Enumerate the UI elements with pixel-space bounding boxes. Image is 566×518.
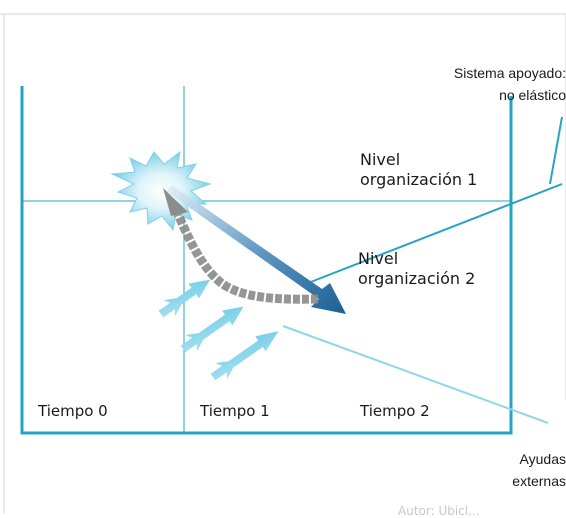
aid-label: Ayudas externas — [460, 448, 566, 492]
system-frame — [20, 86, 513, 435]
time0-label: Tiempo 0 — [38, 402, 108, 420]
leader-level2 — [302, 183, 563, 286]
level2-line2: organización 2 — [358, 269, 476, 288]
organization-level-arrow — [166, 185, 346, 314]
supported-system-label: Sistema apoyado: no elástico — [404, 62, 566, 106]
level1-label: Nivel organización 1 — [360, 150, 477, 190]
time2-label: Tiempo 2 — [360, 402, 430, 420]
aid-arrow-2 — [180, 306, 244, 353]
external-aid-arrows — [158, 279, 279, 381]
level2-line1: Nivel — [358, 249, 399, 268]
bottom-fragment: Autor: Ubicl... — [398, 504, 480, 518]
level1-line2: organización 1 — [360, 170, 478, 189]
aid-line1: Ayudas — [519, 451, 566, 467]
supported-system-line1: Sistema apoyado: — [453, 65, 566, 81]
aid-line2: externas — [512, 473, 566, 489]
leader-aid — [282, 325, 549, 424]
leader-supported-system — [549, 116, 563, 185]
recovery-arrowhead — [163, 188, 188, 216]
aid-arrow-3 — [210, 331, 279, 381]
supported-system-line2: no elástico — [499, 87, 566, 103]
recovery-path-arrow — [173, 212, 319, 304]
aid-arrow-1 — [158, 279, 211, 318]
level2-label: Nivel organización 2 — [358, 249, 475, 289]
time1-label: Tiempo 1 — [200, 402, 270, 420]
disruption-burst-icon — [110, 150, 212, 232]
level1-line1: Nivel — [360, 150, 401, 169]
